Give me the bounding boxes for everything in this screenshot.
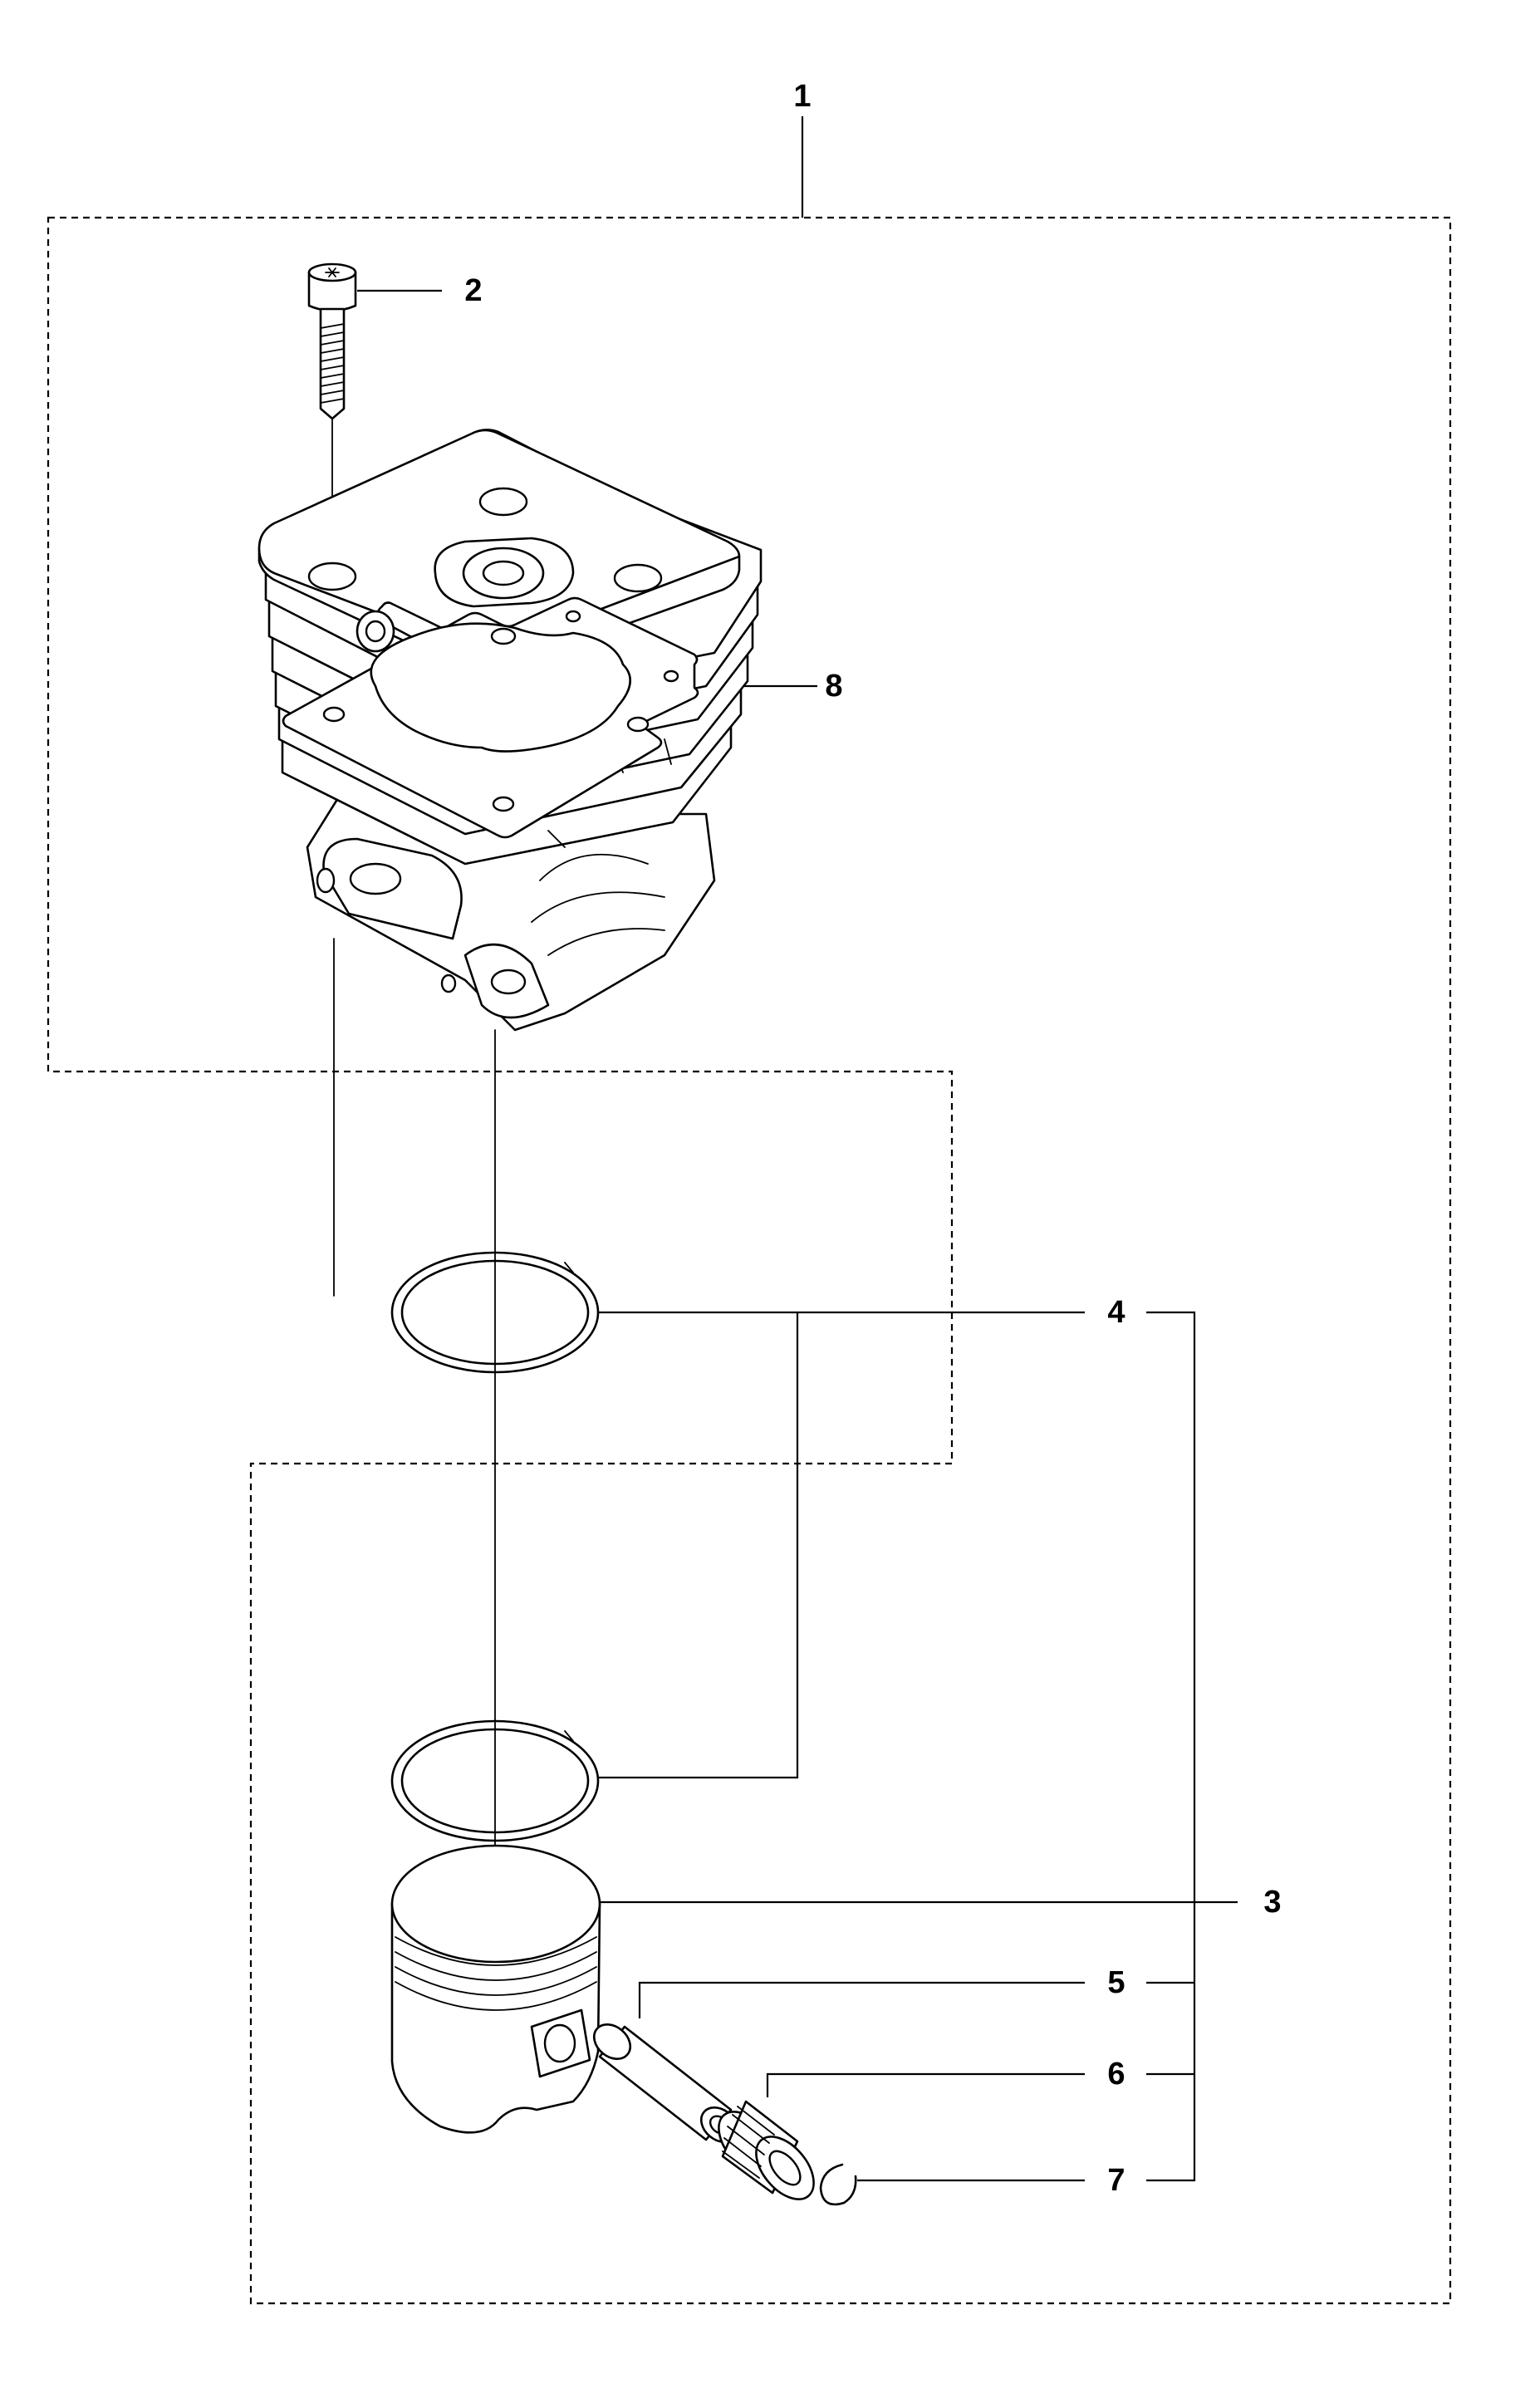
piston-ring-icon	[390, 1251, 600, 1842]
callout-7: 7	[1107, 2163, 1126, 2198]
circlip-icon	[819, 2163, 857, 2206]
callout-6: 6	[1107, 2057, 1126, 2092]
leader-5	[638, 1981, 1085, 2018]
leader-6	[766, 2072, 1085, 2097]
leader-lines	[331, 116, 1238, 2182]
piston-icon	[390, 1844, 601, 2134]
callout-2: 2	[464, 273, 483, 308]
callout-5: 5	[1107, 1965, 1126, 2000]
gasket-icon	[282, 596, 699, 839]
callout-3: 3	[1263, 1885, 1282, 1920]
bracket-4-7	[1146, 1311, 1196, 2182]
needle-bearing-icon	[718, 2100, 815, 2200]
assembly-frame	[47, 216, 1452, 2305]
callout-8: 8	[825, 669, 843, 704]
callout-1: 1	[793, 79, 812, 114]
cap-screw-icon	[307, 262, 357, 420]
leader-4	[598, 1311, 799, 1779]
callout-4: 4	[1107, 1295, 1126, 1330]
